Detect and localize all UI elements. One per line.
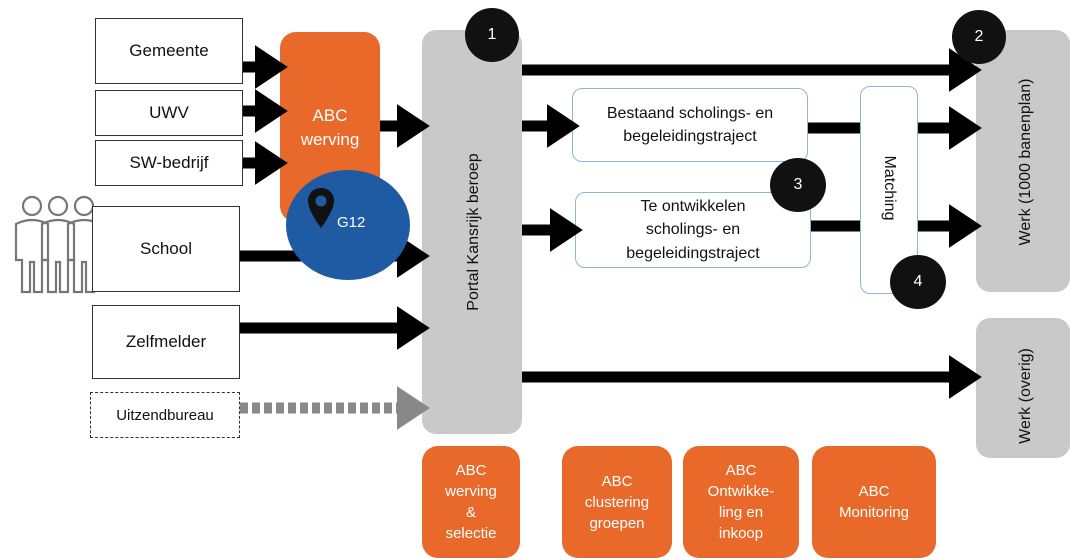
abc-clustering-groepen-box: ABC clustering groepen: [562, 446, 672, 558]
g12-label: G12: [337, 214, 366, 231]
outcome-werk-overig: [976, 318, 1070, 458]
portal-kansrijk-beroep: [422, 30, 522, 434]
source-school: School: [92, 206, 240, 292]
g12-circle: [286, 170, 410, 280]
abc-ontwikkeling-inkoop-box: ABC Ontwikke- ling en inkoop: [683, 446, 799, 558]
source-gemeente: Gemeente: [95, 18, 243, 84]
badge-4: 4: [890, 255, 946, 309]
source-sw-bedrijf-label: SW-bedrijf: [129, 153, 209, 172]
abc-monitoring-label: ABC Monitoring: [838, 483, 910, 521]
badge-2: 2: [952, 10, 1006, 64]
badge-1: 1: [465, 8, 519, 62]
abc-werving-label: ABC werving: [300, 106, 360, 149]
source-uwv-label: UWV: [149, 103, 189, 122]
process-te-ontwikkelen-label: Te ontwikkelen scholings- en begeleiding…: [626, 198, 760, 262]
abc-clustering-groepen-label: ABC clustering groepen: [584, 472, 650, 532]
source-sw-bedrijf: SW-bedrijf: [95, 140, 243, 186]
map-pin-icon: [308, 188, 334, 228]
abc-ontwikkeling-inkoop-label: ABC Ontwikke- ling en inkoop: [707, 462, 775, 542]
abc-werving-selectie-box: ABC werving & selectie: [422, 446, 520, 558]
process-bestaand-label: Bestaand scholings- en begeleidingstraje…: [606, 104, 774, 145]
source-uitzendbureau: Uitzendbureau: [90, 392, 240, 438]
source-zelfmelder: Zelfmelder: [92, 305, 240, 379]
source-zelfmelder-label: Zelfmelder: [125, 332, 207, 351]
process-bestaand: Bestaand scholings- en begeleidingstraje…: [572, 88, 808, 162]
source-uitzendbureau-label: Uitzendbureau: [116, 406, 214, 424]
source-gemeente-label: Gemeente: [129, 41, 209, 60]
abc-werving-selectie-label: ABC werving & selectie: [445, 462, 497, 542]
outcome-werk-banenplan: [976, 30, 1070, 292]
process-te-ontwikkelen: Te ontwikkelen scholings- en begeleiding…: [575, 192, 811, 268]
source-uwv: UWV: [95, 90, 243, 136]
badge-3: 3: [770, 158, 826, 212]
source-school-label: School: [140, 239, 192, 258]
abc-monitoring-box: ABC Monitoring: [812, 446, 936, 558]
